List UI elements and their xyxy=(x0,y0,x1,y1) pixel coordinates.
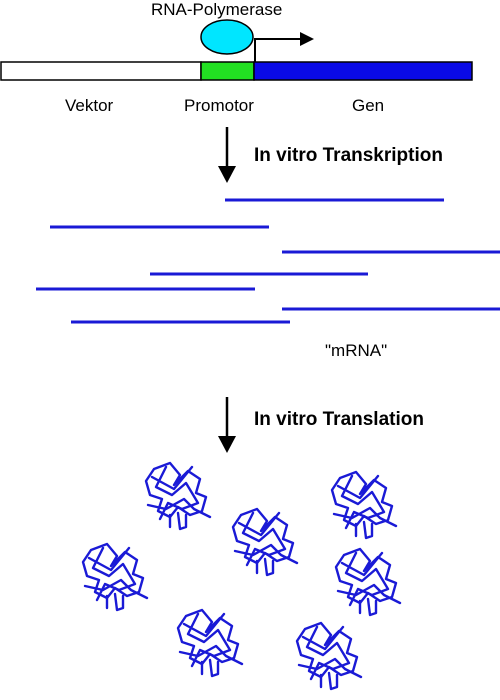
promoter-segment xyxy=(200,61,255,81)
vector-segment xyxy=(0,61,202,81)
step-arrow-translation-head-icon xyxy=(218,436,236,453)
translation-label: In vitro Translation xyxy=(254,409,424,430)
vector-label: Vektor xyxy=(65,96,114,115)
protein-icon xyxy=(334,547,402,617)
protein-icon xyxy=(330,470,398,540)
transcription-start-arrowhead-icon xyxy=(300,32,314,46)
transcription-label: In vitro Transkription xyxy=(254,145,443,166)
protein-icon xyxy=(231,507,299,577)
transcription-start-arrow-icon xyxy=(254,38,302,62)
step-arrow-transcription-head-icon xyxy=(218,166,236,183)
polymerase-icon xyxy=(200,19,254,55)
protein-icon xyxy=(176,608,244,678)
mrna-label: "mRNA" xyxy=(325,341,388,360)
gene-segment xyxy=(253,61,473,81)
protein-icon xyxy=(144,461,212,531)
polymerase-label: RNA-Polymerase xyxy=(151,0,283,19)
protein-icon xyxy=(295,621,363,691)
mrna-strands xyxy=(36,198,500,324)
promoter-label: Promotor xyxy=(184,96,254,115)
protein-icon xyxy=(81,542,149,612)
gene-label: Gen xyxy=(352,96,385,115)
proteins xyxy=(81,461,402,691)
